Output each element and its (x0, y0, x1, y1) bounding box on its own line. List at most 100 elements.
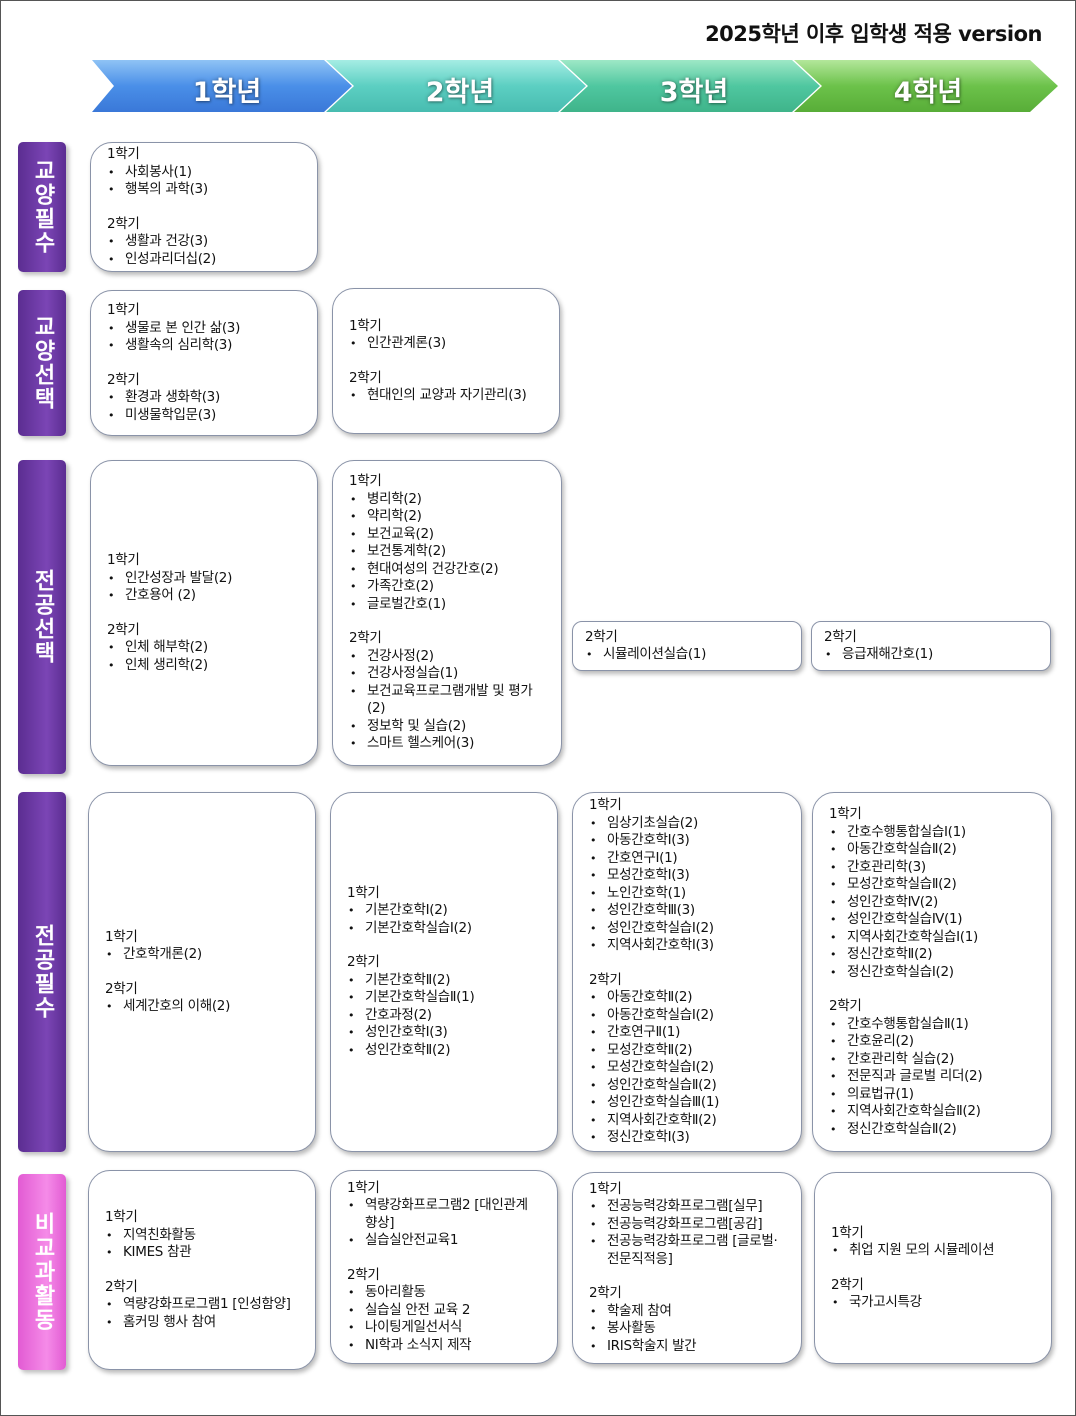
course-item: 모성간호학Ⅱ(2) (589, 1042, 785, 1060)
course-item: 글로벌간호(1) (349, 596, 545, 614)
course-list: 기본간호학Ⅰ(2)기본간호학실습Ⅰ(2) (347, 902, 541, 937)
course-cell-cat5-year3: 1학기전공능력강화프로그램[실무]전공능력강화프로그램[공감]전공능력강화프로그… (572, 1172, 802, 1364)
course-list: 아동간호학Ⅱ(2)아동간호학실습Ⅰ(2)간호연구Ⅱ(1)모성간호학Ⅱ(2)모성간… (589, 989, 785, 1147)
course-item: 모성간호학실습Ⅰ(2) (589, 1059, 785, 1077)
course-item: 성인간호학실습Ⅱ(2) (589, 1077, 785, 1095)
course-list: 건강사정(2)건강사정실습(1)보건교육프로그램개발 및 평가(2)정보학 및 … (349, 648, 545, 753)
course-list: 인체 해부학(2)인체 생리학(2) (107, 639, 301, 674)
course-item: 정신간호학Ⅱ(2) (829, 946, 1035, 964)
course-item: 취업 지원 모의 시뮬레이션 (831, 1242, 1035, 1260)
semester-title: 2학기 (829, 998, 862, 1014)
course-item: 간호과정(2) (347, 1007, 541, 1025)
course-list: 시뮬레이션실습(1) (585, 646, 789, 664)
course-list: 간호수행통합실습Ⅱ(1)간호윤리(2)간호관리학 실습(2)전문직과 글로벌 리… (829, 1016, 1035, 1139)
course-item: 간호수행통합실습Ⅰ(1) (829, 824, 1035, 842)
course-cell-cat3-year2: 1학기병리학(2)약리학(2)보건교육(2)보건통계학(2)현대여성의 건강간호… (332, 460, 562, 766)
course-list: 전공능력강화프로그램[실무]전공능력강화프로그램[공감]전공능력강화프로그램 [… (589, 1198, 785, 1268)
semester-title: 2학기 (589, 1285, 622, 1302)
semester-title: 1학기 (589, 797, 622, 814)
course-list: 생활과 건강(3)인성과리더십(2) (107, 233, 301, 268)
semester-block: 2학기간호수행통합실습Ⅱ(1)간호윤리(2)간호관리학 실습(2)전문직과 글로… (829, 998, 1035, 1138)
course-item: 성인간호학Ⅲ(3) (589, 902, 785, 920)
semester-block: 2학기국가고시특강 (831, 1277, 1035, 1312)
course-item: 현대여성의 건강간호(2) (349, 561, 545, 579)
semester-block: 2학기아동간호학Ⅱ(2)아동간호학실습Ⅰ(2)간호연구Ⅱ(1)모성간호학Ⅱ(2)… (589, 972, 785, 1147)
course-item: 모성간호학실습Ⅱ(2) (829, 876, 1035, 894)
semester-title: 2학기 (349, 630, 382, 647)
course-item: 지역친화활동 (105, 1227, 299, 1245)
course-item: 인체 해부학(2) (107, 639, 301, 657)
course-cell-cat4-year3: 1학기임상기초실습(2)아동간호학Ⅰ(3)간호연구Ⅰ(1)모성간호학Ⅰ(3)노인… (572, 792, 802, 1152)
semester-title: 2학기 (349, 369, 382, 386)
course-cell-cat5-year2: 1학기역량강화프로그램2 [대인관계 향상]실습실안전교육12학기동아리활동실습… (330, 1170, 558, 1364)
course-item: 생활속의 심리학(3) (107, 337, 301, 355)
course-item: 인성과리더십(2) (107, 251, 301, 269)
course-item: 간호연구Ⅰ(1) (589, 850, 785, 868)
course-list: 지역친화활동KIMES 참관 (105, 1227, 299, 1262)
course-item: 성인간호학실습Ⅳ(1) (829, 911, 1035, 929)
course-item: 아동간호학실습Ⅰ(2) (589, 1007, 785, 1025)
course-item: 노인간호학(1) (589, 885, 785, 903)
course-item: 기본간호학Ⅰ(2) (347, 902, 541, 920)
semester-block: 2학기환경과 생화학(3)미생물학입문(3) (107, 372, 301, 425)
category-label-2: 교양선택 (18, 290, 66, 436)
semester-title: 2학기 (105, 1278, 138, 1295)
course-item: 간호관리학(3) (829, 859, 1035, 877)
course-item: 성인간호학Ⅳ(2) (829, 894, 1035, 912)
course-item: 간호관리학 실습(2) (829, 1051, 1035, 1069)
course-item: 보건교육프로그램개발 및 평가(2) (349, 683, 545, 718)
course-cell-cat4-year2: 1학기기본간호학Ⅰ(2)기본간호학실습Ⅰ(2)2학기기본간호학Ⅱ(2)기본간호학… (330, 792, 558, 1152)
course-list: 간호학개론(2) (105, 946, 299, 964)
semester-block: 1학기간호학개론(2) (105, 929, 299, 964)
course-item: 의료법규(1) (829, 1086, 1035, 1104)
course-list: 인간관계론(3) (349, 335, 543, 353)
course-item: 성인간호학실습Ⅰ(2) (589, 920, 785, 938)
course-cell-cat4-year4: 1학기간호수행통합실습Ⅰ(1)아동간호학실습Ⅱ(2)간호관리학(3)모성간호학실… (812, 792, 1052, 1152)
year1-arrow (92, 60, 352, 112)
course-cell-cat2-year2: 1학기인간관계론(3)2학기현대인의 교양과 자기관리(3) (332, 288, 560, 434)
year3-arrow (560, 60, 820, 112)
course-item: 정신간호학Ⅰ(3) (589, 1129, 785, 1147)
course-item: 실습실 안전 교육 2 (347, 1302, 541, 1320)
course-item: 실습실안전교육1 (347, 1232, 541, 1250)
course-item: 행복의 과학(3) (107, 181, 301, 199)
course-list: 세계간호의 이해(2) (105, 998, 299, 1016)
course-item: 전공능력강화프로그램[실무] (589, 1198, 785, 1216)
semester-title: 1학기 (347, 1179, 380, 1196)
course-item: 정신간호학실습Ⅱ(2) (829, 1121, 1035, 1139)
course-item: 인간관계론(3) (349, 335, 543, 353)
page-title: 2025학년 이후 입학생 적용 version (705, 22, 1042, 46)
course-list: 역량강화프로그램2 [대인관계 향상]실습실안전교육1 (347, 1197, 541, 1250)
category-label-3: 전공선택 (18, 460, 66, 774)
course-item: 학술제 참여 (589, 1303, 785, 1321)
course-item: 역량강화프로그램1 [인성함양] (105, 1296, 299, 1314)
semester-title: 1학기 (107, 146, 140, 162)
year-label-3: 3학년 (659, 77, 729, 108)
course-cell-cat5-year1: 1학기지역친화활동KIMES 참관2학기역량강화프로그램1 [인성함양]홈커밍 … (88, 1170, 316, 1370)
course-item: 시뮬레이션실습(1) (585, 646, 789, 664)
category-label-5: 비교과활동 (18, 1174, 66, 1370)
course-list: 동아리활동실습실 안전 교육 2나이팅게일선서식NI학과 소식지 제작 (347, 1284, 541, 1354)
course-item: NI학과 소식지 제작 (347, 1337, 541, 1355)
semester-title: 1학기 (831, 1224, 864, 1241)
course-item: 현대인의 교양과 자기관리(3) (349, 387, 543, 405)
year-label-1: 1학년 (192, 77, 262, 108)
category-label-4: 전공필수 (18, 792, 66, 1152)
semester-title: 2학기 (347, 954, 380, 971)
semester-title: 1학기 (829, 806, 862, 822)
course-item: 건강사정실습(1) (349, 665, 545, 683)
course-item: 병리학(2) (349, 491, 545, 509)
course-item: 생활과 건강(3) (107, 233, 301, 251)
course-list: 임상기초실습(2)아동간호학Ⅰ(3)간호연구Ⅰ(1)모성간호학Ⅰ(3)노인간호학… (589, 815, 785, 955)
course-item: 간호윤리(2) (829, 1033, 1035, 1051)
course-item: 간호연구Ⅱ(1) (589, 1024, 785, 1042)
course-item: 스마트 헬스케어(3) (349, 735, 545, 753)
course-list: 학술제 참여봉사활동IRIS학술지 발간 (589, 1303, 785, 1356)
semester-block: 2학기세계간호의 이해(2) (105, 981, 299, 1016)
semester-block: 2학기생활과 건강(3)인성과리더십(2) (107, 216, 301, 269)
course-item: 전공능력강화프로그램 [글로벌·전문직적응] (589, 1233, 785, 1268)
course-item: 간호용어 (2) (107, 587, 301, 605)
course-list: 인간성장과 발달(2)간호용어 (2) (107, 570, 301, 605)
semester-block: 1학기기본간호학Ⅰ(2)기본간호학실습Ⅰ(2) (347, 885, 541, 938)
semester-title: 2학기 (824, 628, 857, 645)
